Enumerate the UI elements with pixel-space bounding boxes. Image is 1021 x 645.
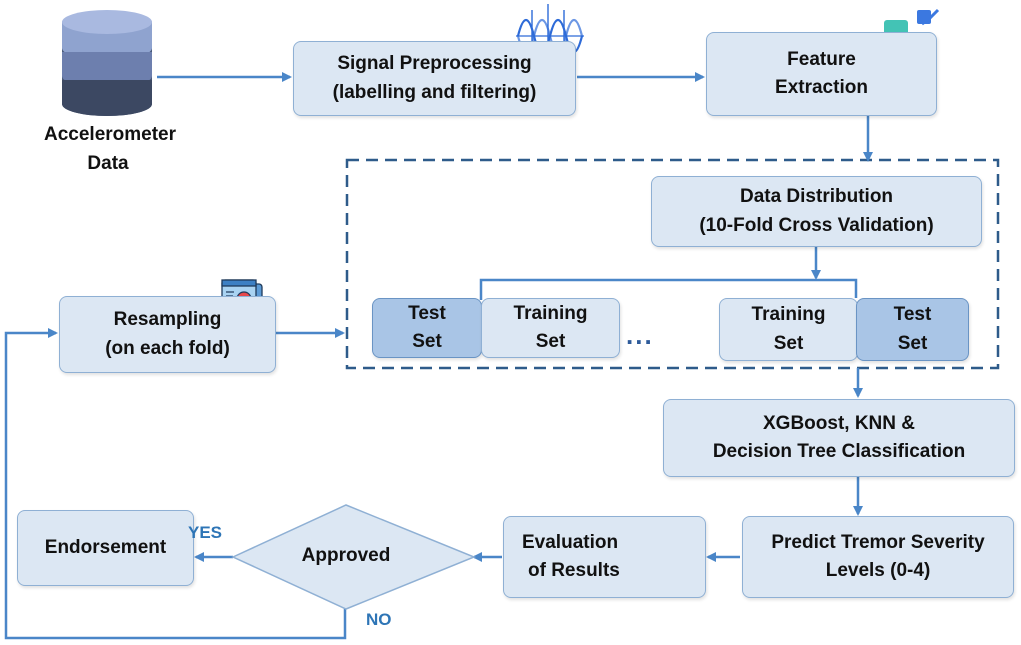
no-label: NO: [366, 610, 392, 629]
approved-label: Approved: [301, 545, 391, 566]
cross-validation-region: [345, 158, 1000, 370]
folds-ellipsis: ...: [626, 320, 654, 350]
training-set-right-box: Training Set: [719, 298, 858, 361]
data-distribution-box: Data Distribution (10-Fold Cross Validat…: [651, 176, 982, 247]
fold-bracket: [479, 278, 858, 300]
resampling-box: Resampling (on each fold): [59, 296, 276, 373]
test-set-right-box: Test Set: [856, 298, 969, 361]
arrow-approved-no-loop: [4, 328, 347, 640]
test-set-left-box: Test Set: [372, 298, 482, 358]
signal-preprocessing-box: Signal Preprocessing (labelling and filt…: [293, 41, 576, 116]
endorsement-box: Endorsement: [17, 510, 194, 586]
approved-diamond: [231, 504, 476, 610]
database-icon: [62, 10, 152, 116]
predict-tremor-box: Predict Tremor Severity Levels (0-4): [742, 516, 1014, 598]
training-set-left-box: Training Set: [481, 298, 620, 358]
accelerometer-data-label: Accelerometer Data: [44, 124, 177, 175]
evaluation-box: Evaluation of Results: [503, 516, 706, 598]
yes-label: YES: [188, 523, 223, 542]
classification-box: XGBoost, KNN & Decision Tree Classificat…: [663, 399, 1015, 477]
feature-extraction-box: Feature Extraction: [706, 32, 937, 116]
